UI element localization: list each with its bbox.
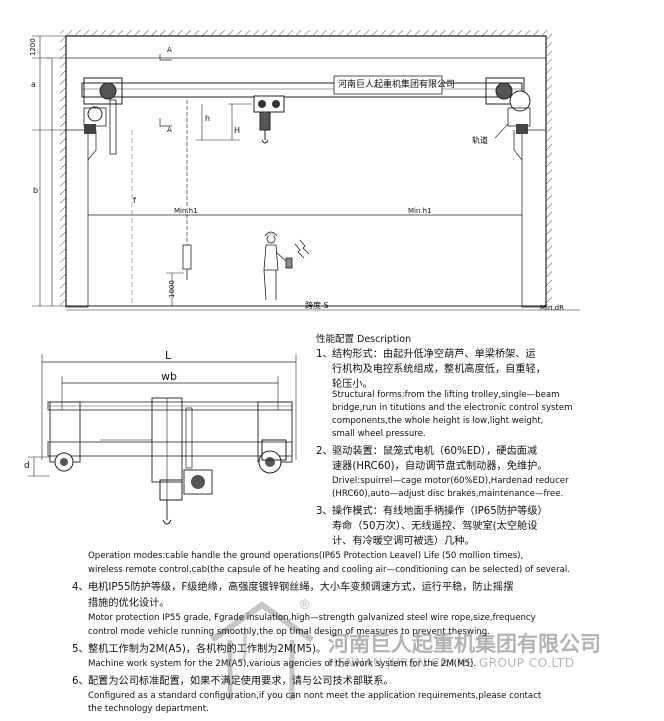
item2-cn-2: 速器(HRC60)，自动调节盘式制动器，免维护。 — [332, 461, 548, 472]
item3-cn-1: 操作模式：有线地面手柄操作（IP65防护等级） — [332, 506, 548, 517]
left-wall-hatch — [60, 36, 66, 307]
item4-en-2: control mode vehicle running smoothly,th… — [88, 627, 490, 637]
item1-num: 1、 — [316, 349, 333, 360]
dim-h-label: h — [205, 114, 211, 123]
worker-figure — [263, 231, 293, 301]
watermark-cn-name: 河南巨人起重机集团有限公司 — [328, 632, 601, 656]
watermark-en-name: HENNAN JUREN CRANE GROUP CO.LTD — [328, 656, 575, 670]
left-end-carriage — [83, 77, 123, 105]
item1-en-1: Structural forms:from the lifting trolle… — [332, 390, 560, 400]
watermark-registered: ® — [298, 598, 311, 613]
item5-cn-1: 整机工作制为2M(A5)，各机构的工作制为2M(M5)。 — [88, 644, 327, 655]
dim-wb-label: wb — [161, 370, 177, 383]
dim-L-label: L — [165, 349, 172, 362]
item3-en-1: Operation modes:cable handle the ground … — [88, 551, 524, 561]
item3-cn-2: 寿命（50万次）、无线遥控、驾驶室(太空舱设 — [332, 521, 538, 532]
right-end-carriage — [485, 77, 525, 105]
item1-en-4: small wheel pressure. — [332, 429, 426, 439]
description-heading: 性能配置 Description — [316, 334, 412, 345]
item1-cn-2: 行机构及电控系统组成，整机高度低，自重轻， — [332, 364, 546, 375]
item2-num: 2、 — [316, 446, 333, 457]
item1-en-2: bridge,run in titutions and the electron… — [332, 403, 573, 413]
rail-label: 轨道 — [472, 136, 488, 145]
dim-1000-label: 1000 — [168, 280, 176, 298]
left-runway-column — [65, 129, 89, 308]
item6-num: 6、 — [72, 676, 89, 687]
dim-b-label: b — [33, 186, 39, 195]
dim-d-label: d — [24, 461, 30, 471]
control-pendant — [182, 244, 192, 270]
item6-en-1: Configured as a standard configuration,i… — [88, 691, 542, 701]
min-h1-right: Min.h1 — [408, 207, 432, 215]
min-dr-label: Min.dR — [540, 304, 564, 312]
item2-en-2: (HRC60),auto—adjust disc brakes,maintena… — [332, 489, 564, 499]
main-girder — [81, 82, 523, 98]
item3-num: 3、 — [316, 506, 333, 517]
item1-cn-1: 结构形式：由起升低净空葫芦、单梁桥架、运 — [332, 349, 536, 360]
item3-en-2: wireless remote control,cab(the capsule … — [88, 565, 571, 575]
dim-H-label: H — [234, 126, 241, 135]
item6-en-2: the technology department. — [88, 704, 209, 714]
dim-f-label: f — [133, 196, 136, 205]
item3-cn-3: 计、有冷暖空调可被选）几种。 — [332, 536, 475, 547]
item4-en-1: Motor protection IP55 grade, Fgrade insu… — [88, 613, 536, 623]
building-outline — [65, 35, 547, 307]
item6-cn-1: 配置为公司标准配置，如果不满足使用要求，请与公司技术部联系。 — [88, 676, 394, 687]
item4-cn-1: 电机IP55防护等级，F级绝缘，高强度镀锌钢丝绳，大小车变频调速方式，运行平稳，… — [88, 582, 514, 593]
company-sign: 河南巨人起重机集团有限公司 — [338, 80, 456, 90]
right-wall-hatch — [546, 36, 552, 307]
dim-a-label: a — [31, 80, 36, 89]
item1-en-3: components,the whole height is low,light… — [332, 416, 544, 426]
item5-en-1: Machine work system for the 2M(A5),vario… — [88, 659, 477, 669]
span-label: 跨度 S — [305, 301, 329, 310]
item5-num: 5、 — [72, 644, 89, 655]
min-h1-left: Min.h1 — [174, 207, 198, 215]
roof-hatch — [60, 30, 552, 36]
section-a-bottom: A — [167, 126, 172, 134]
item2-cn-1: 驱动装置：鼠笼式电机（60%ED），硬齿面减 — [332, 446, 538, 457]
item4-num: 4、 — [72, 582, 89, 593]
item2-en-1: Drivel:spuirrel—cage motor(60%ED),Harden… — [332, 476, 569, 486]
dim-1200-label: 1200 — [29, 38, 37, 56]
item4-cn-2: 措施的优化设计。 — [88, 598, 170, 609]
section-a-top: A — [167, 46, 172, 54]
right-runway-column — [521, 129, 547, 308]
item1-cn-3: 轮压小。 — [332, 379, 373, 390]
